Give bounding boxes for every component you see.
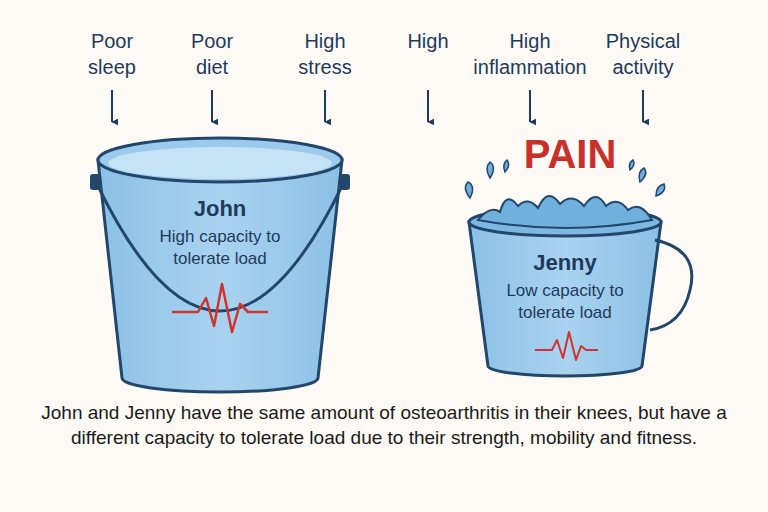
load-factor: Poor sleep <box>88 28 136 80</box>
load-arrow <box>427 90 429 122</box>
jenny-bucket <box>465 160 691 376</box>
water-drop <box>639 168 646 182</box>
load-factor: High stress <box>298 28 351 80</box>
load-factor: Physical activity <box>606 28 680 80</box>
load-arrows <box>112 90 643 122</box>
bucket-inside <box>108 147 332 179</box>
load-factor: High inflammation <box>473 28 586 80</box>
load-arrow <box>211 90 213 122</box>
load-arrow <box>529 90 531 122</box>
water-drop <box>465 182 472 198</box>
bucket-rim <box>98 138 342 182</box>
water-drop <box>629 160 634 170</box>
ecg-line <box>172 284 268 332</box>
load-arrow <box>642 90 644 122</box>
pain-label: PAIN <box>524 132 617 176</box>
load-factor: High <box>407 28 448 54</box>
load-arrow <box>111 90 113 122</box>
water-drop <box>656 184 665 196</box>
handle-lug <box>340 174 350 190</box>
water-drop <box>487 162 494 178</box>
bucket-handle <box>650 240 692 330</box>
bucket-label: JennyLow capacity to tolerate load <box>495 250 635 325</box>
bucket-capacity: High capacity to tolerate load <box>135 226 305 270</box>
ecg-line <box>535 332 598 360</box>
bucket-name: Jenny <box>495 250 635 276</box>
caption: John and Jenny have the same amount of o… <box>40 400 728 450</box>
water-drop <box>504 160 509 172</box>
bucket-capacity: Low capacity to tolerate load <box>495 280 635 324</box>
bucket-name: John <box>135 196 305 222</box>
bucket-body <box>98 160 342 392</box>
load-arrow <box>324 90 326 122</box>
handle-lug <box>90 174 100 190</box>
john-bucket <box>90 138 350 392</box>
load-factor: Poor diet <box>191 28 233 80</box>
bucket-label: JohnHigh capacity to tolerate load <box>135 196 305 271</box>
bucket-body <box>469 222 661 376</box>
water-splash <box>478 196 652 228</box>
